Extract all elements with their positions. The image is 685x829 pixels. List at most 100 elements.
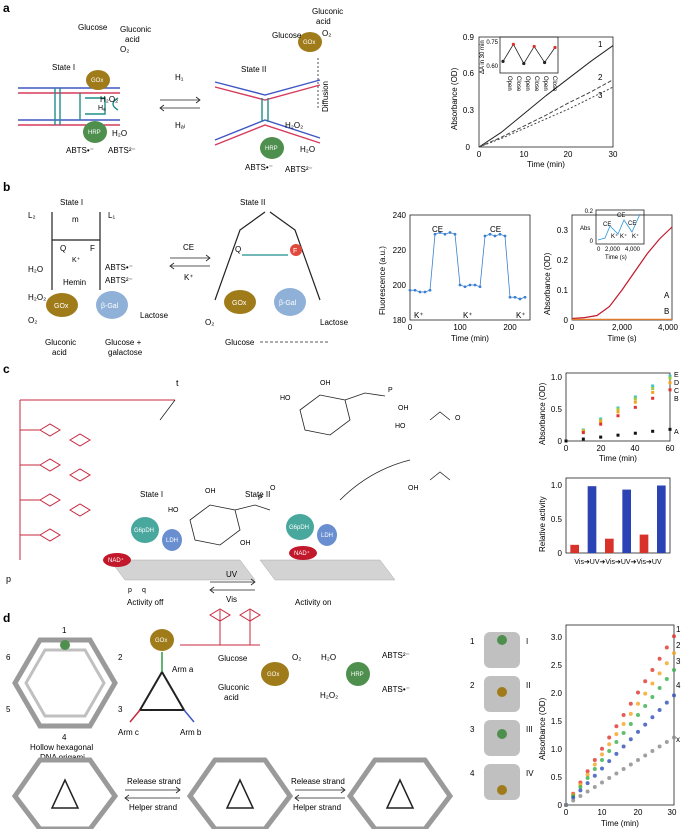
chart-d: 0 0.5 1.0 1.5 2.0 2.5 3.0 0 10 20 30 Tim…	[538, 624, 681, 828]
glucose-label-d: Glucose	[218, 654, 248, 663]
chart-ba-ytick-3: 0.3	[557, 226, 569, 235]
arm-b-label: Arm b	[180, 728, 202, 737]
chart-d-point-1	[664, 645, 669, 650]
chart-b-abs-plot	[571, 226, 673, 320]
release-strand-1: Release strand	[127, 777, 181, 786]
chart-cb-bar-UV	[587, 486, 597, 553]
chart-d-point-2	[600, 752, 604, 757]
oh-label-1: OH	[205, 488, 216, 495]
chart-ca-ytick-1: 0.5	[551, 405, 563, 414]
chart-d-point-x	[564, 803, 568, 807]
chart-a-inset-xticks: Open Close Open Close Open Close	[506, 76, 557, 92]
diffusion-label: Diffusion	[321, 81, 330, 112]
chart-ca-point-B	[599, 422, 603, 426]
chart-ba-inset-xlabel: Time (s)	[605, 255, 627, 261]
chart-d-point-2	[672, 651, 676, 656]
chart-bf-point	[483, 234, 487, 238]
chart-d-point-1	[636, 690, 640, 695]
hrp-enzyme-a1	[83, 121, 107, 143]
hal-label: Hₐₗ	[175, 121, 185, 130]
chart-bf-point	[463, 285, 467, 289]
reaction-arrow-c	[339, 459, 411, 501]
chart-bf-ytick-3: 240	[393, 211, 407, 220]
chart-d-point-3	[628, 722, 633, 726]
chart-d-curve-x: x	[676, 735, 680, 744]
chart-d-point-2	[585, 772, 590, 777]
chart-d-point-x	[636, 758, 640, 762]
dna-ladder-b2	[214, 211, 321, 301]
g6pdh-label-2: G6pDH	[289, 525, 309, 531]
gox-label-a1: GOx	[91, 78, 103, 84]
h2o2-label-d: H₂O₂	[320, 691, 338, 700]
nad-oval-1	[103, 553, 131, 567]
chart-ba-inset-xtick-1: 2,000	[605, 247, 621, 253]
chart-ba-inset-ce1: CE	[603, 222, 611, 228]
q-label-b2: Q	[235, 245, 241, 254]
gox-label-a2: GOx	[303, 40, 315, 46]
chart-d-point-x	[600, 780, 604, 785]
chart-bf-point	[478, 285, 482, 289]
chart-ca-point-A	[651, 429, 655, 433]
chart-a-ytick-3: 0.9	[463, 33, 475, 42]
chart-d-point-x	[628, 762, 633, 767]
gox-enzyme-d	[150, 629, 174, 651]
chart-d-ytick-1: 0.5	[551, 773, 563, 782]
o2-label-a1: O₂	[120, 45, 129, 54]
chart-ca-curve-e: E	[674, 372, 679, 379]
chart-d-point-1	[621, 713, 626, 717]
activity-off-label: Activity off	[127, 598, 164, 607]
acid-label-a1: acid	[125, 35, 140, 44]
chart-ca-xtick-1: 20	[597, 444, 606, 453]
glucose-label-a1: Glucose	[78, 23, 108, 32]
chart-d-point-1	[592, 758, 597, 762]
hexagon-origami-top-inner	[24, 648, 106, 718]
chart-ca-curve-d: D	[674, 380, 679, 387]
state1-label-b: State I	[60, 198, 83, 207]
gox-enzyme-a1	[86, 70, 110, 90]
arm-b-strand	[183, 709, 195, 723]
chart-bf-ce-2: CE	[490, 225, 501, 234]
arm-c-label: Arm c	[118, 728, 139, 737]
chart-a-curve1-label: 1	[598, 40, 603, 49]
gluconic-label-a1: Gluconic	[120, 25, 151, 34]
chart-cb-bar-Vis	[570, 544, 579, 553]
chart-d-plot	[564, 634, 676, 807]
hexagon-origami-top	[12, 637, 118, 729]
chart-ca-point-A	[668, 427, 672, 431]
t-label: t	[176, 378, 179, 388]
o2-label-b2: O₂	[205, 318, 214, 327]
chart-ba-xtick-1: 2,000	[612, 323, 633, 332]
ce-label-b: CE	[183, 243, 194, 252]
site-num-2: 2	[118, 653, 123, 662]
chart-a-inset-plot	[501, 42, 557, 66]
q-label-b1: Q	[60, 244, 66, 253]
gox-enzyme-b1	[46, 293, 78, 317]
chart-bf-ytick-1: 200	[393, 281, 407, 290]
h2o-label-b: H₂O	[28, 265, 43, 274]
chart-b-fluor-frame	[409, 214, 531, 321]
chart-d-point-4	[621, 744, 626, 749]
chart-ba-curve-b: B	[664, 307, 669, 316]
chart-a-frame	[478, 36, 614, 148]
chart-d-point-4	[578, 788, 583, 793]
abts-red-label-d: ABTS²⁻	[382, 651, 410, 660]
hrp-label-a1: HRP	[88, 130, 101, 136]
oh-label-3: OH	[320, 380, 331, 387]
hrp-cascade-d	[346, 662, 370, 686]
chart-bf-point	[423, 290, 427, 294]
release-strand-2: Release strand	[291, 777, 345, 786]
chart-d-point-4	[607, 759, 612, 764]
chart-ca-point-A	[633, 431, 637, 435]
chart-a-xlabel: Time (min)	[527, 160, 565, 169]
chart-d-point-4	[650, 715, 655, 720]
glucose-gal-label2: galactose	[108, 348, 143, 357]
state-roman-1: I	[526, 637, 528, 646]
chart-d-point-1	[657, 656, 662, 661]
h2o2-label-a1: H₂O₂	[100, 95, 118, 104]
chart-a: 0 0.3 0.6 0.9 0 10 20 30 Time (min) Abso…	[450, 33, 618, 169]
p-atom-label-2: P	[388, 387, 393, 394]
chart-d-point-4	[643, 722, 648, 727]
chart-ca-point-D	[668, 376, 672, 380]
f-label-b2: F	[293, 248, 297, 255]
